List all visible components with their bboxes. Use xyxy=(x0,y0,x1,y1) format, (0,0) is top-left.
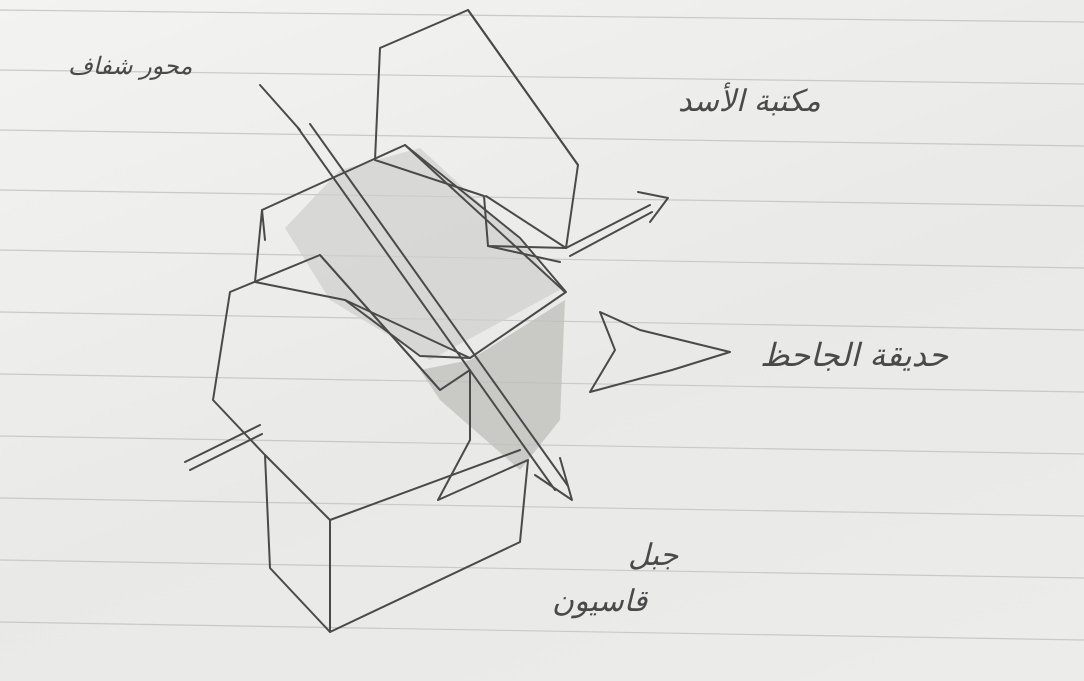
mount-label-line2: قاسيون xyxy=(552,584,647,619)
jahiz-garden-label: حديقة الجاحظ xyxy=(760,336,948,374)
transparent-axis-label: محور شفاف xyxy=(68,52,192,80)
mount-label-line1: جبل xyxy=(628,538,678,573)
asad-library-label: مكتبة الأسد xyxy=(678,84,821,119)
